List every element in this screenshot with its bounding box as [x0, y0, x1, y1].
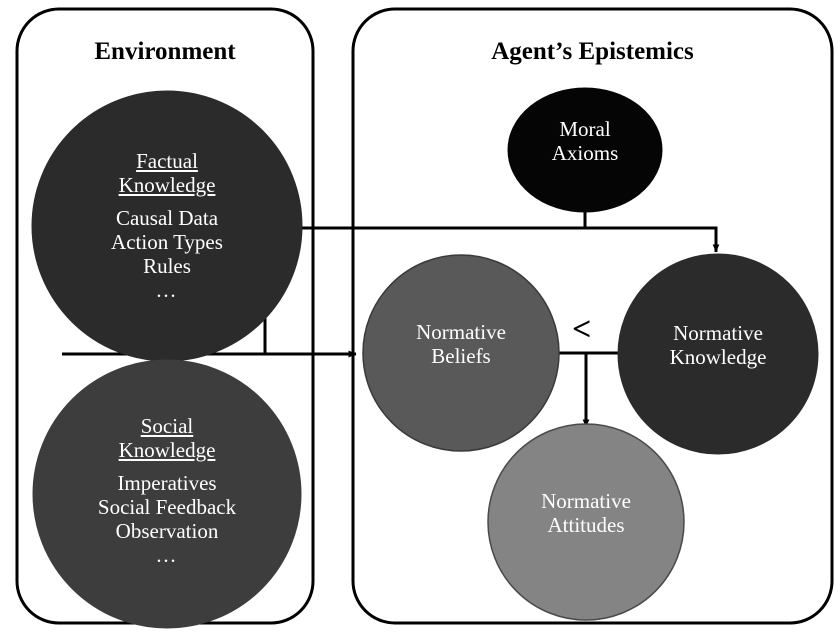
node-moral-axioms[interactable]	[507, 87, 663, 213]
node-normative-knowledge[interactable]	[617, 253, 819, 455]
node-normative-beliefs[interactable]	[362, 254, 560, 452]
node-normative-attitudes[interactable]	[487, 423, 685, 621]
connector-factual-to-normative-knowledge	[297, 226, 720, 253]
panel-title-environment: Environment	[94, 38, 236, 65]
precedence-less-than-symbol: <	[572, 311, 592, 348]
panel-title-epistemics: Agent’s Epistemics	[491, 38, 694, 65]
node-social-knowledge[interactable]	[32, 359, 302, 629]
node-factual-knowledge[interactable]	[31, 90, 303, 362]
panel-epistemics	[351, 7, 834, 625]
